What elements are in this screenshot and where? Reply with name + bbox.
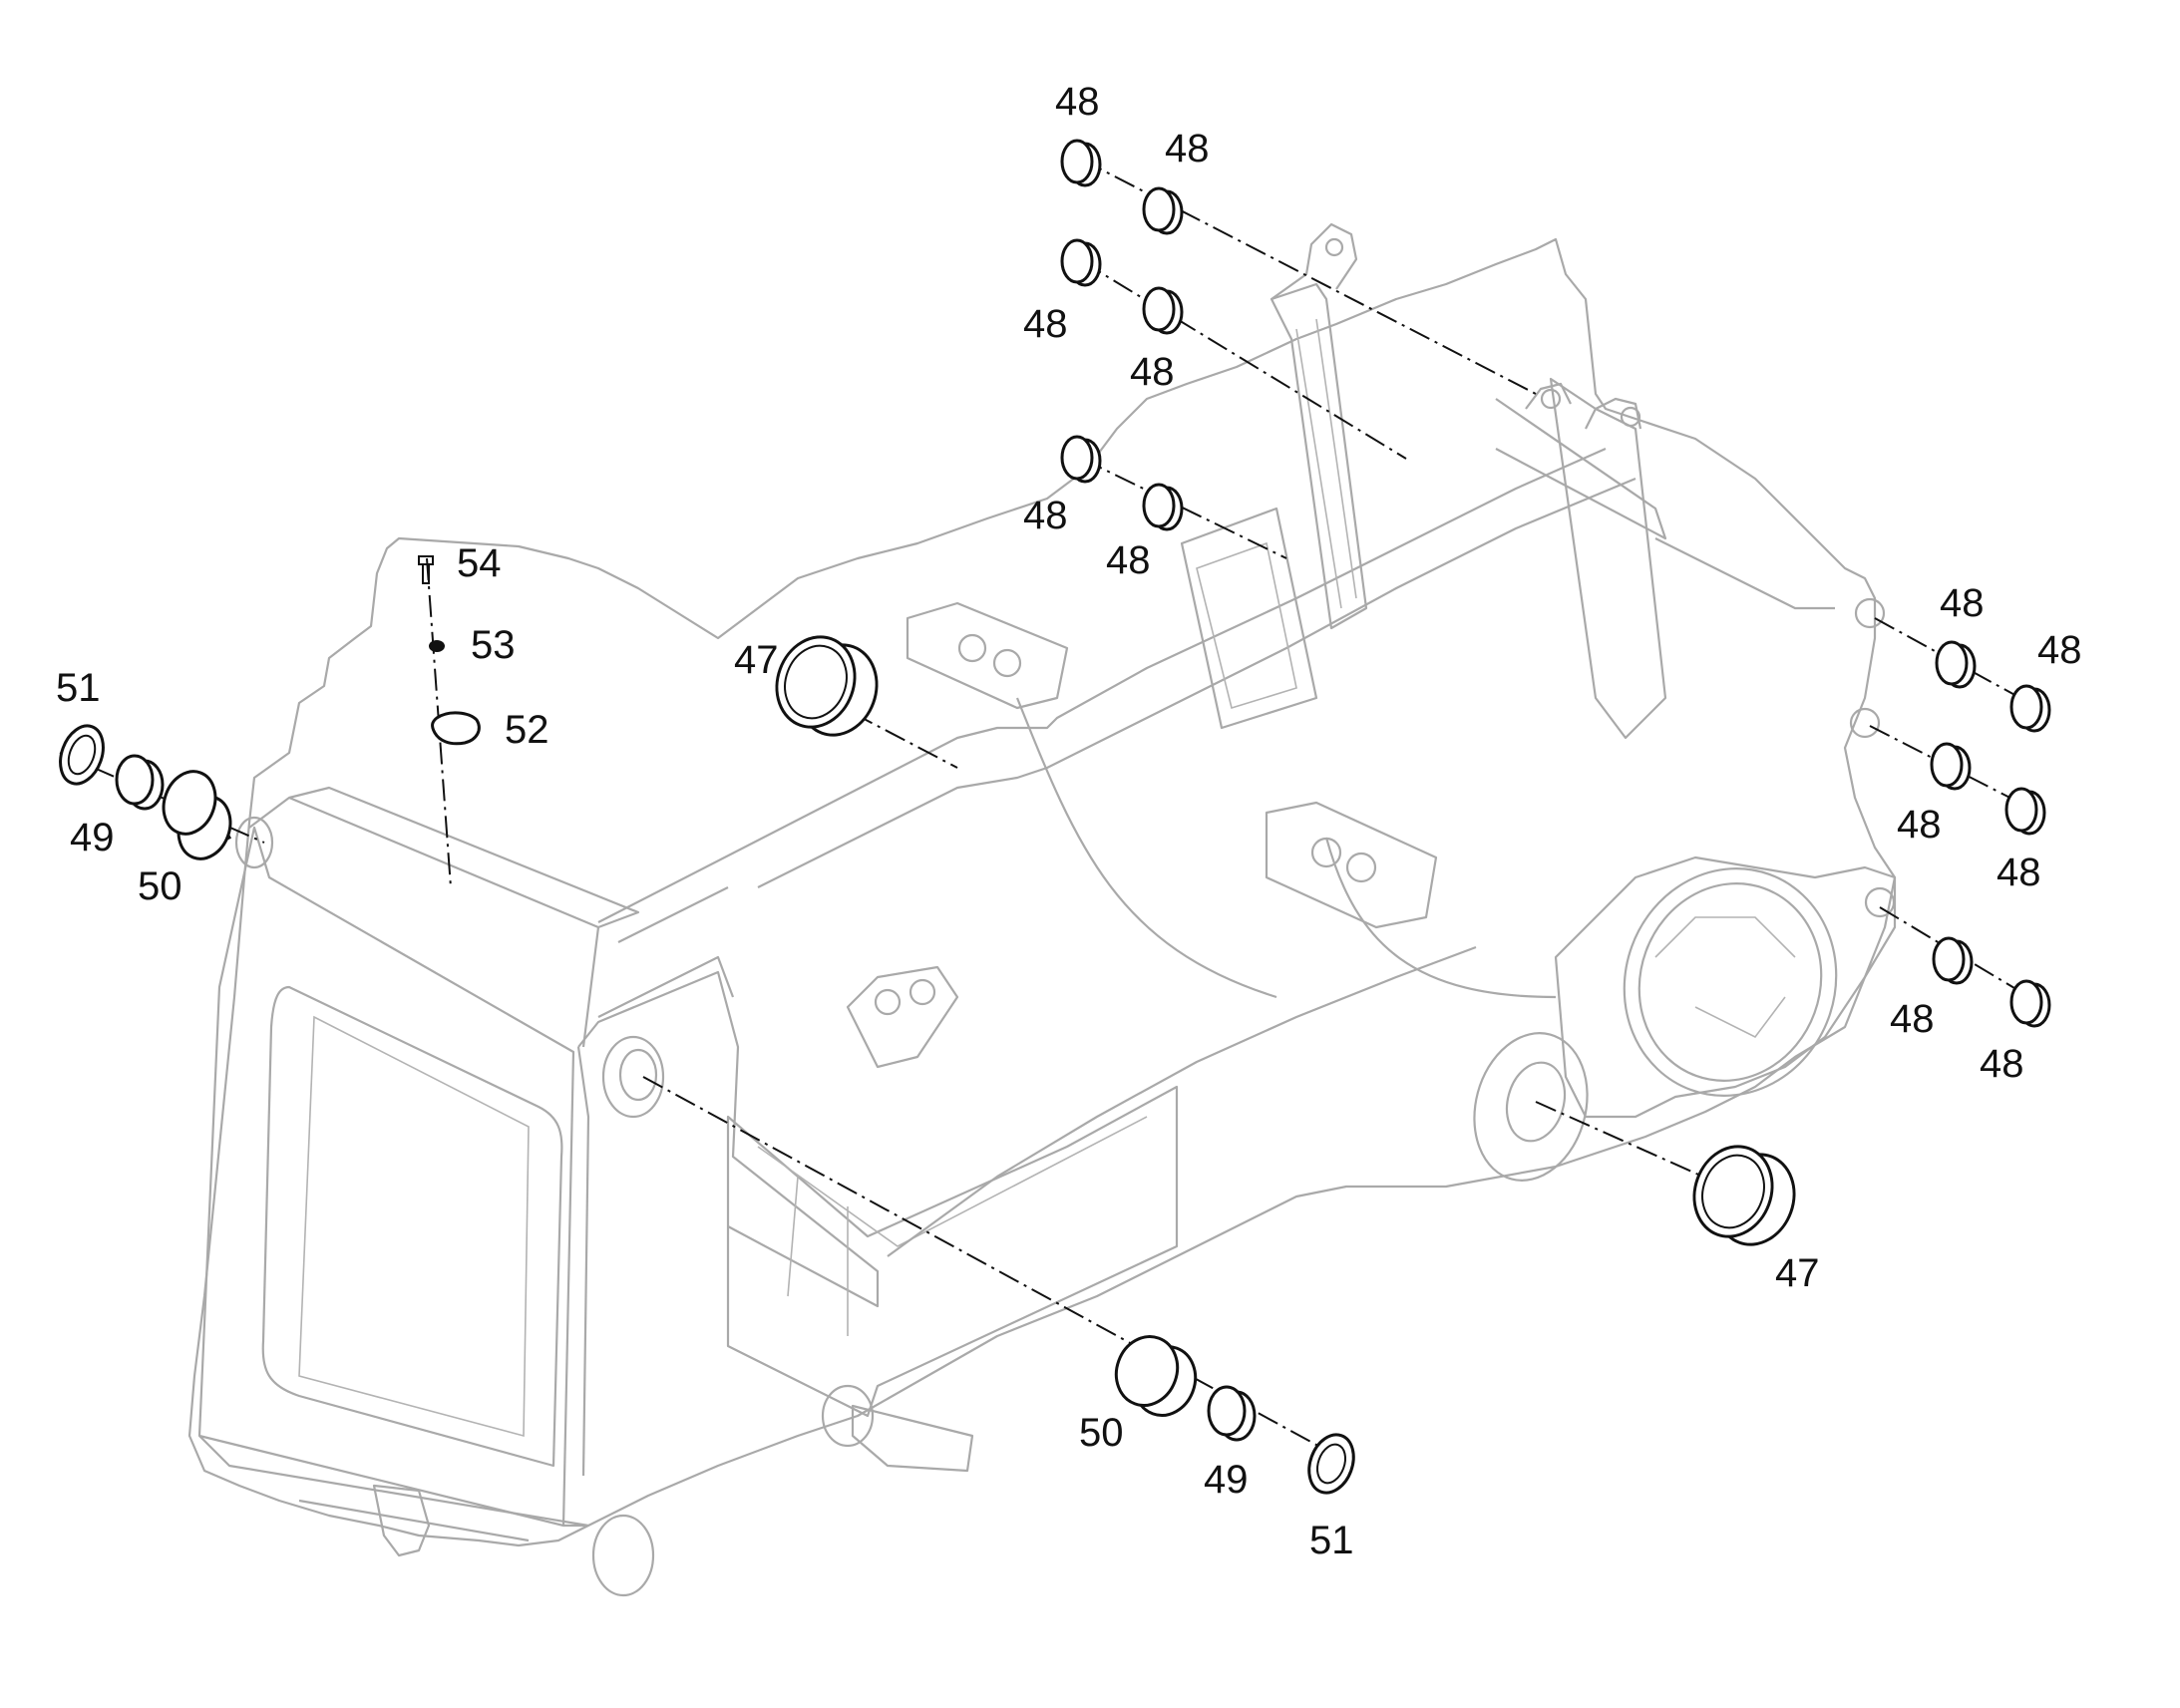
part-group-front-right (1114, 1335, 1355, 1495)
machine-frame (187, 222, 1897, 1597)
fender-curve (1015, 697, 1557, 999)
upper-left-beam (577, 970, 880, 1308)
front-bearing-boss-inner (618, 1048, 658, 1102)
bearing-plate-outer (1473, 1032, 1589, 1182)
callout-48-9: 48 (1897, 803, 1942, 847)
leader-47-top (852, 712, 958, 769)
callout-48-10: 48 (1997, 851, 2041, 894)
part-47-top-bushing (775, 635, 879, 737)
callout-48-5: 48 (1023, 494, 1068, 537)
callout-48-3: 48 (1023, 302, 1068, 346)
callout-54: 54 (457, 541, 502, 585)
tow-hook (372, 1484, 431, 1557)
upper-tower-hole (1324, 237, 1344, 257)
callout-49-left: 49 (70, 816, 115, 859)
gear-ring-inner (1637, 882, 1823, 1082)
part-51-left-seal (59, 724, 105, 786)
callout-48-7: 48 (1940, 581, 1985, 625)
control-panel-inner (1196, 541, 1297, 710)
mid-block (1265, 801, 1438, 929)
callout-47-bottom: 47 (1775, 1251, 1820, 1295)
right-ear-hole-1 (1854, 597, 1886, 629)
leader-48-row2 (1081, 260, 1407, 460)
callout-labels: 47 47 48 48 48 48 48 48 48 48 48 48 48 4… (56, 80, 2082, 1562)
callout-52: 52 (505, 708, 549, 752)
left-side-plate (576, 955, 735, 1477)
center-lower-box (726, 1085, 1179, 1418)
callout-48-2: 48 (1165, 127, 1210, 171)
gear-plate (1554, 855, 1897, 1119)
center-lower-floor (757, 1116, 1148, 1336)
front-box-window (261, 985, 563, 1468)
callout-48-8: 48 (2037, 628, 2082, 672)
part-group-front-left (59, 724, 232, 860)
rear-crossbar (1495, 398, 1835, 610)
front-box-bottom-rail (198, 1435, 590, 1542)
upper-block (906, 601, 1069, 710)
front-box-hole (591, 1514, 655, 1597)
callout-48-1: 48 (1055, 80, 1100, 124)
part-51-right-seal (1307, 1433, 1355, 1495)
mid-block-hole-2 (1345, 852, 1377, 883)
right-ear-hole-3 (1864, 886, 1896, 918)
part-52-cover (431, 711, 481, 746)
saddle-hole-1 (874, 988, 902, 1016)
gear-ring-outer (1623, 867, 1838, 1097)
center-saddle (846, 965, 959, 1069)
leader-47-bottom (1535, 1101, 1726, 1188)
part-48-bushings (1060, 139, 2051, 1028)
callout-48-6: 48 (1106, 538, 1151, 582)
upper-block-hole-1 (957, 633, 987, 663)
callout-51-right: 51 (1309, 1519, 1354, 1562)
callout-48-11: 48 (1890, 997, 1935, 1041)
side-rail-mid (617, 477, 1636, 943)
bearing-plate-inner (1505, 1061, 1567, 1143)
leader-front-right (642, 1076, 1337, 1457)
leader-48-row3 (1081, 458, 1287, 559)
side-hole (821, 1384, 875, 1448)
part-53-washer (429, 640, 445, 652)
callout-48-4: 48 (1130, 350, 1175, 394)
upper-tower-ear (1271, 222, 1358, 300)
callout-51-left: 51 (56, 666, 101, 710)
callout-49-right: 49 (1204, 1458, 1249, 1502)
side-rail-top (597, 447, 1607, 923)
frame-outline (187, 237, 1897, 1547)
front-box-inner (298, 1015, 530, 1438)
rear-tower-hole-1 (1620, 406, 1641, 428)
upper-block-hole-2 (992, 648, 1022, 678)
callout-50-left: 50 (138, 864, 182, 908)
callout-48-12: 48 (1980, 1042, 2024, 1086)
part-54-bolt (418, 555, 434, 584)
callout-47-top: 47 (734, 638, 779, 682)
side-rail-bottom (887, 945, 1477, 1257)
right-ear-hole-2 (1849, 707, 1881, 739)
front-bearing-boss (601, 1035, 665, 1119)
control-panel (1180, 507, 1318, 730)
upper-tower-inner (1295, 318, 1357, 609)
gear-interior (1654, 916, 1796, 1039)
front-left-pin (234, 816, 274, 869)
part-47-bottom-bushing (1692, 1145, 1796, 1246)
parts (59, 139, 2051, 1495)
saddle-hole-2 (908, 978, 936, 1006)
front-box-top (248, 786, 640, 1048)
callout-53: 53 (471, 623, 516, 667)
right-tube (851, 1404, 974, 1473)
upper-tower (1270, 282, 1368, 630)
rear-tower-hole-2 (1540, 388, 1562, 410)
callout-50-right: 50 (1079, 1411, 1124, 1455)
